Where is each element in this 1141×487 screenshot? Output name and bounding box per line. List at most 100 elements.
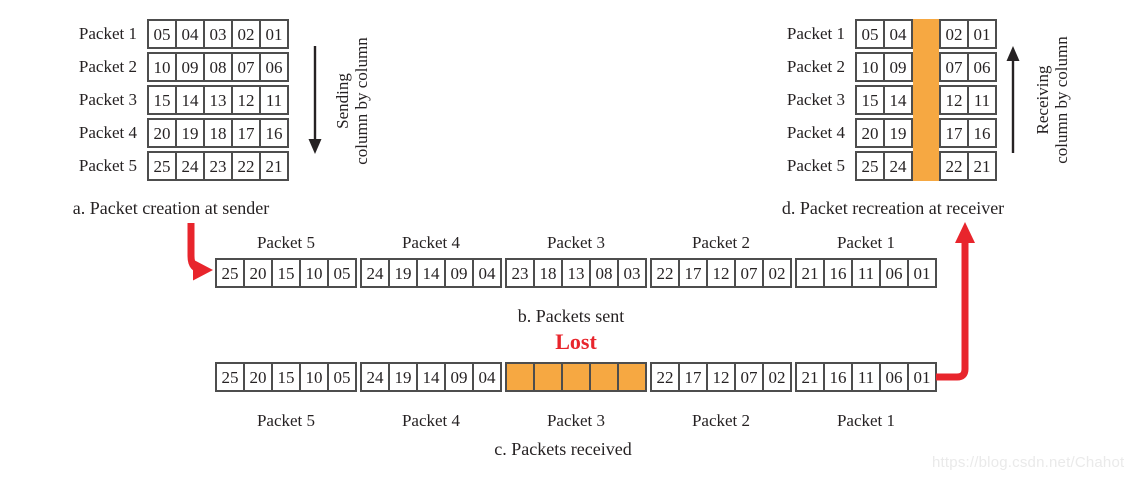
packet-group-label: Packet 3 (546, 411, 606, 430)
data-cell: 03 (617, 258, 647, 288)
packet-group-label: Packet 4 (401, 233, 461, 252)
receiving-up-arrow (1006, 46, 1020, 153)
data-cell: 12 (706, 362, 736, 392)
packet-group (505, 362, 647, 392)
data-cell: 04 (472, 362, 502, 392)
data-cell: 09 (175, 52, 205, 82)
data-cell: 05 (327, 362, 357, 392)
data-cell: 14 (416, 258, 446, 288)
data-cell: 13 (561, 258, 591, 288)
packet-row-label: Packet 5 (78, 156, 137, 175)
data-cell: 02 (762, 362, 792, 392)
caption-packet-recreation: d. Packet recreation at receiver (781, 198, 1005, 218)
data-cell: 01 (259, 19, 289, 49)
data-cell: 16 (967, 118, 997, 148)
data-cell: 16 (823, 362, 853, 392)
lost-cell (533, 362, 563, 392)
data-cell: 07 (939, 52, 969, 82)
data-cell: 21 (795, 362, 825, 392)
packet-group-label: Packet 2 (691, 233, 751, 252)
data-cell: 01 (907, 362, 937, 392)
data-cell: 25 (215, 362, 245, 392)
data-cell: 10 (855, 52, 885, 82)
data-cell: 25 (215, 258, 245, 288)
packet-row-label: Packet 3 (78, 90, 137, 109)
data-cell: 25 (147, 151, 177, 181)
lost-label: Lost (555, 329, 597, 354)
packet-row-label: Packet 3 (786, 90, 845, 109)
packet-group-label: Packet 5 (256, 411, 316, 430)
caption-packets-sent: b. Packets sent (517, 306, 625, 326)
data-cell: 01 (907, 258, 937, 288)
lost-cell (911, 118, 941, 148)
data-cell: 08 (203, 52, 233, 82)
receiving-direction-line1: Receiving (1033, 65, 1052, 135)
data-cell: 20 (855, 118, 885, 148)
packet-row-label: Packet 1 (786, 24, 845, 43)
data-cell: 19 (388, 258, 418, 288)
sending-direction-line2: column by column (352, 37, 371, 165)
received-to-receiver-arrow (936, 222, 975, 381)
data-cell: 19 (175, 118, 205, 148)
sending-direction-line1: Sending (333, 73, 352, 129)
packet-group-label: Packet 3 (546, 233, 606, 252)
data-cell: 25 (855, 151, 885, 181)
data-cell: 09 (883, 52, 913, 82)
data-cell: 09 (444, 362, 474, 392)
data-cell: 21 (259, 151, 289, 181)
packet-row-label: Packet 5 (786, 156, 845, 175)
caption-packet-creation: a. Packet creation at sender (72, 198, 270, 218)
data-cell: 24 (883, 151, 913, 181)
data-cell: 23 (203, 151, 233, 181)
data-cell: 17 (678, 258, 708, 288)
data-cell: 02 (231, 19, 261, 49)
data-cell: 12 (939, 85, 969, 115)
data-cell: 19 (388, 362, 418, 392)
packet-group-label: Packet 5 (256, 233, 316, 252)
lost-cell (911, 85, 941, 115)
data-cell: 09 (444, 258, 474, 288)
data-cell: 14 (416, 362, 446, 392)
data-cell: 22 (650, 362, 680, 392)
data-cell: 12 (706, 258, 736, 288)
packet-group-label: Packet 2 (691, 411, 751, 430)
data-cell: 17 (939, 118, 969, 148)
data-cell: 10 (299, 362, 329, 392)
packet-row-label: Packet 1 (78, 24, 137, 43)
data-cell: 16 (259, 118, 289, 148)
data-cell: 08 (589, 258, 619, 288)
data-cell: 18 (203, 118, 233, 148)
packet-row-label: Packet 4 (78, 123, 137, 142)
data-cell: 15 (271, 362, 301, 392)
data-cell: 21 (795, 258, 825, 288)
packet-row-label: Packet 2 (78, 57, 137, 76)
data-cell: 06 (879, 258, 909, 288)
data-cell: 05 (147, 19, 177, 49)
data-cell: 17 (678, 362, 708, 392)
caption-packets-received: c. Packets received (494, 439, 632, 459)
